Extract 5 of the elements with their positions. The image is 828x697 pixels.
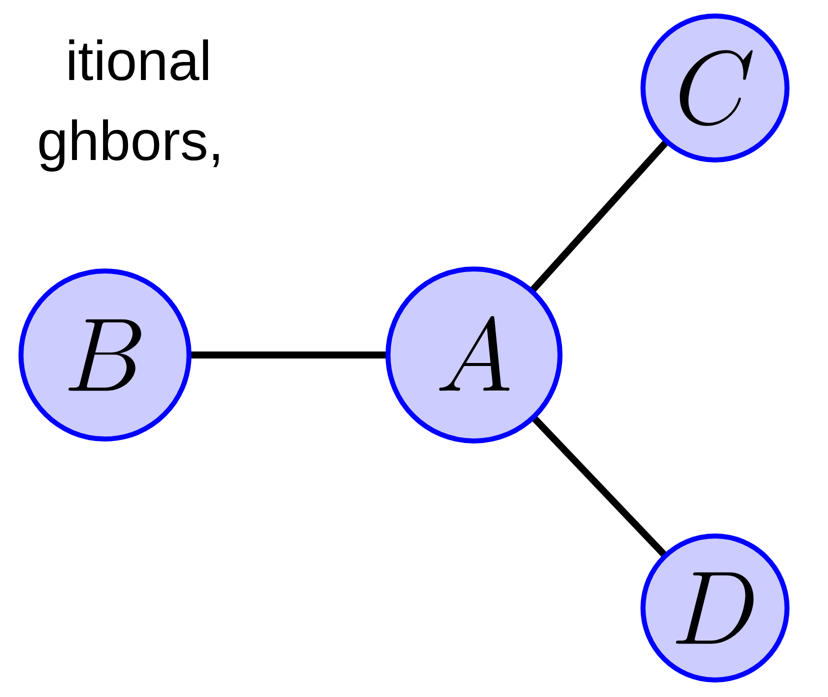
- text-fragment: ghbors,: [39, 119, 219, 172]
- edge-line: [189, 352, 388, 358]
- text-fragment: itional: [69, 39, 208, 81]
- edge-line: [530, 414, 668, 558]
- edge-line: [529, 139, 670, 294]
